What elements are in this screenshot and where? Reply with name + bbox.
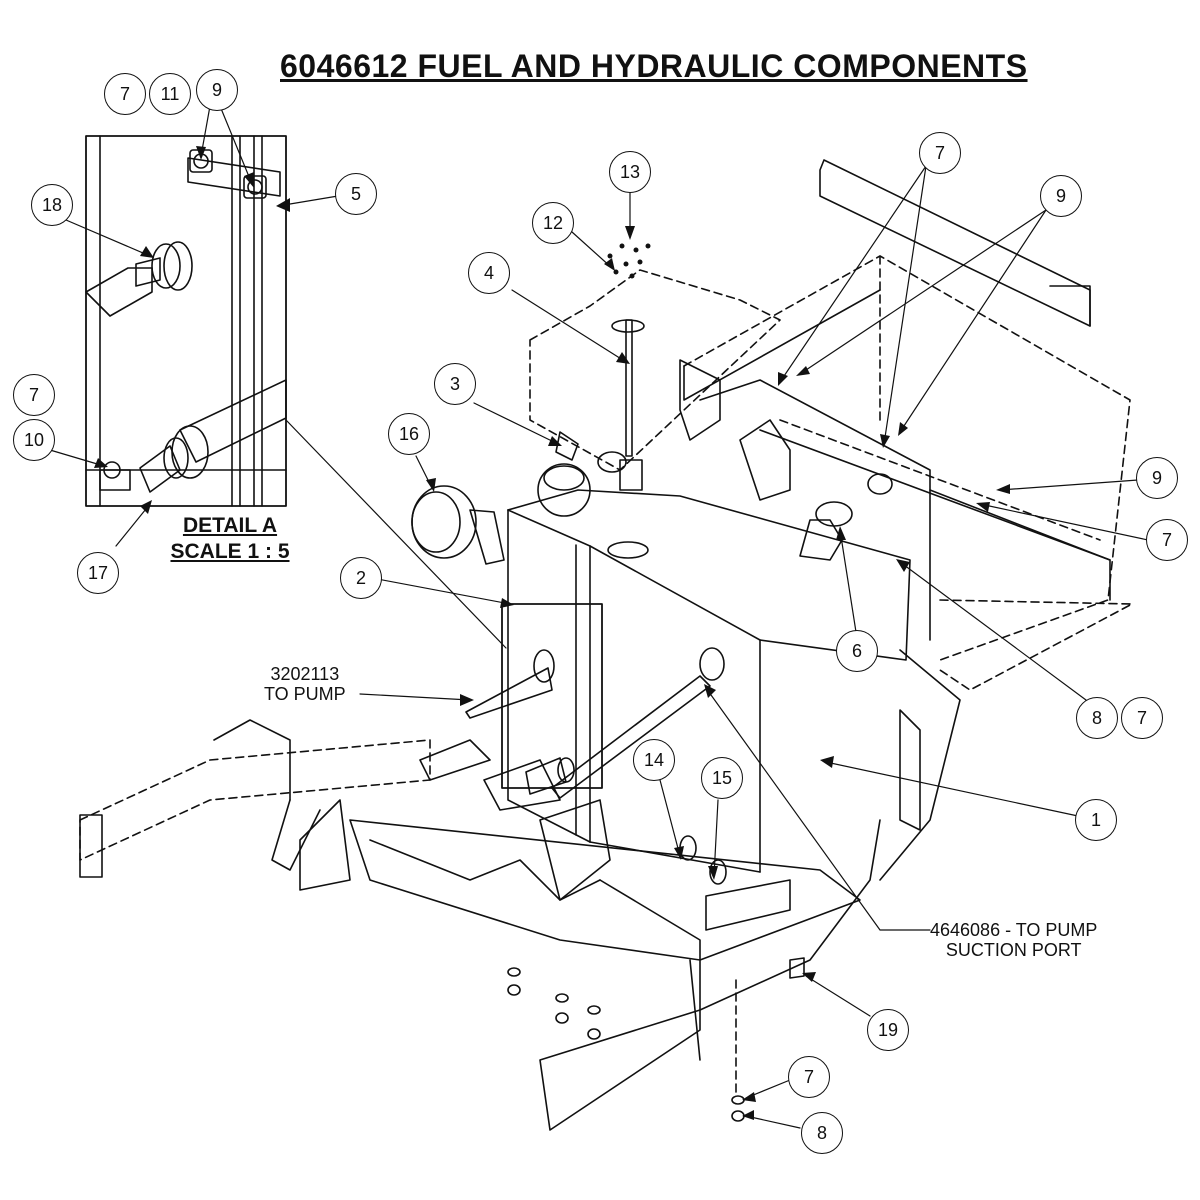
arrowheads — [94, 146, 1010, 1120]
callout-8: 8 — [1076, 697, 1118, 739]
callout-8: 8 — [801, 1112, 843, 1154]
callout-7: 7 — [1121, 697, 1163, 739]
callout-5: 5 — [335, 173, 377, 215]
page-title: 6046612 FUEL AND HYDRAULIC COMPONENTS — [280, 48, 1028, 84]
detail-a-title: DETAIL A — [182, 514, 278, 537]
callout-9: 9 — [1136, 457, 1178, 499]
note-4646086-desc: SUCTION PORT — [945, 940, 1082, 960]
callout-14: 14 — [633, 739, 675, 781]
callout-15: 15 — [701, 757, 743, 799]
detail-a-label: DETAIL A SCALE 1 : 5 — [156, 513, 304, 565]
detail-a-scale: SCALE 1 : 5 — [170, 540, 290, 563]
tank-fittings — [411, 319, 893, 979]
callout-7: 7 — [919, 132, 961, 174]
callout-2: 2 — [340, 557, 382, 599]
callout-18: 18 — [31, 184, 73, 226]
hydraulic-tank — [507, 489, 911, 873]
callout-12: 12 — [532, 202, 574, 244]
callout-19: 19 — [867, 1009, 909, 1051]
callout-17: 17 — [77, 552, 119, 594]
callout-16: 16 — [388, 413, 430, 455]
callout-6: 6 — [836, 630, 878, 672]
callout-7: 7 — [788, 1056, 830, 1098]
detail-a-view — [85, 135, 287, 507]
note-3202113: 3202113 TO PUMP — [264, 664, 346, 704]
callout-10: 10 — [13, 419, 55, 461]
callout-4: 4 — [468, 252, 510, 294]
note-4646086-part: 4646086 - TO PUMP — [930, 920, 1098, 940]
callout-1: 1 — [1075, 799, 1117, 841]
callout-3: 3 — [434, 363, 476, 405]
hardware-cluster — [607, 243, 651, 279]
callout-11: 11 — [149, 73, 191, 115]
callout-7: 7 — [104, 73, 146, 115]
callout-7: 7 — [13, 374, 55, 416]
callout-9: 9 — [1040, 175, 1082, 217]
hoses — [465, 647, 725, 799]
callout-9: 9 — [196, 69, 238, 111]
frame-assembly — [529, 159, 1133, 881]
note-3202113-part: 3202113 — [270, 664, 340, 684]
leader-lines — [49, 105, 1149, 1129]
callout-13: 13 — [609, 151, 651, 193]
note-3202113-desc: TO PUMP — [264, 684, 346, 704]
chassis — [79, 719, 881, 1131]
loose-hardware — [507, 967, 745, 1122]
note-4646086: 4646086 - TO PUMP SUCTION PORT — [930, 920, 1097, 960]
callout-7: 7 — [1146, 519, 1188, 561]
